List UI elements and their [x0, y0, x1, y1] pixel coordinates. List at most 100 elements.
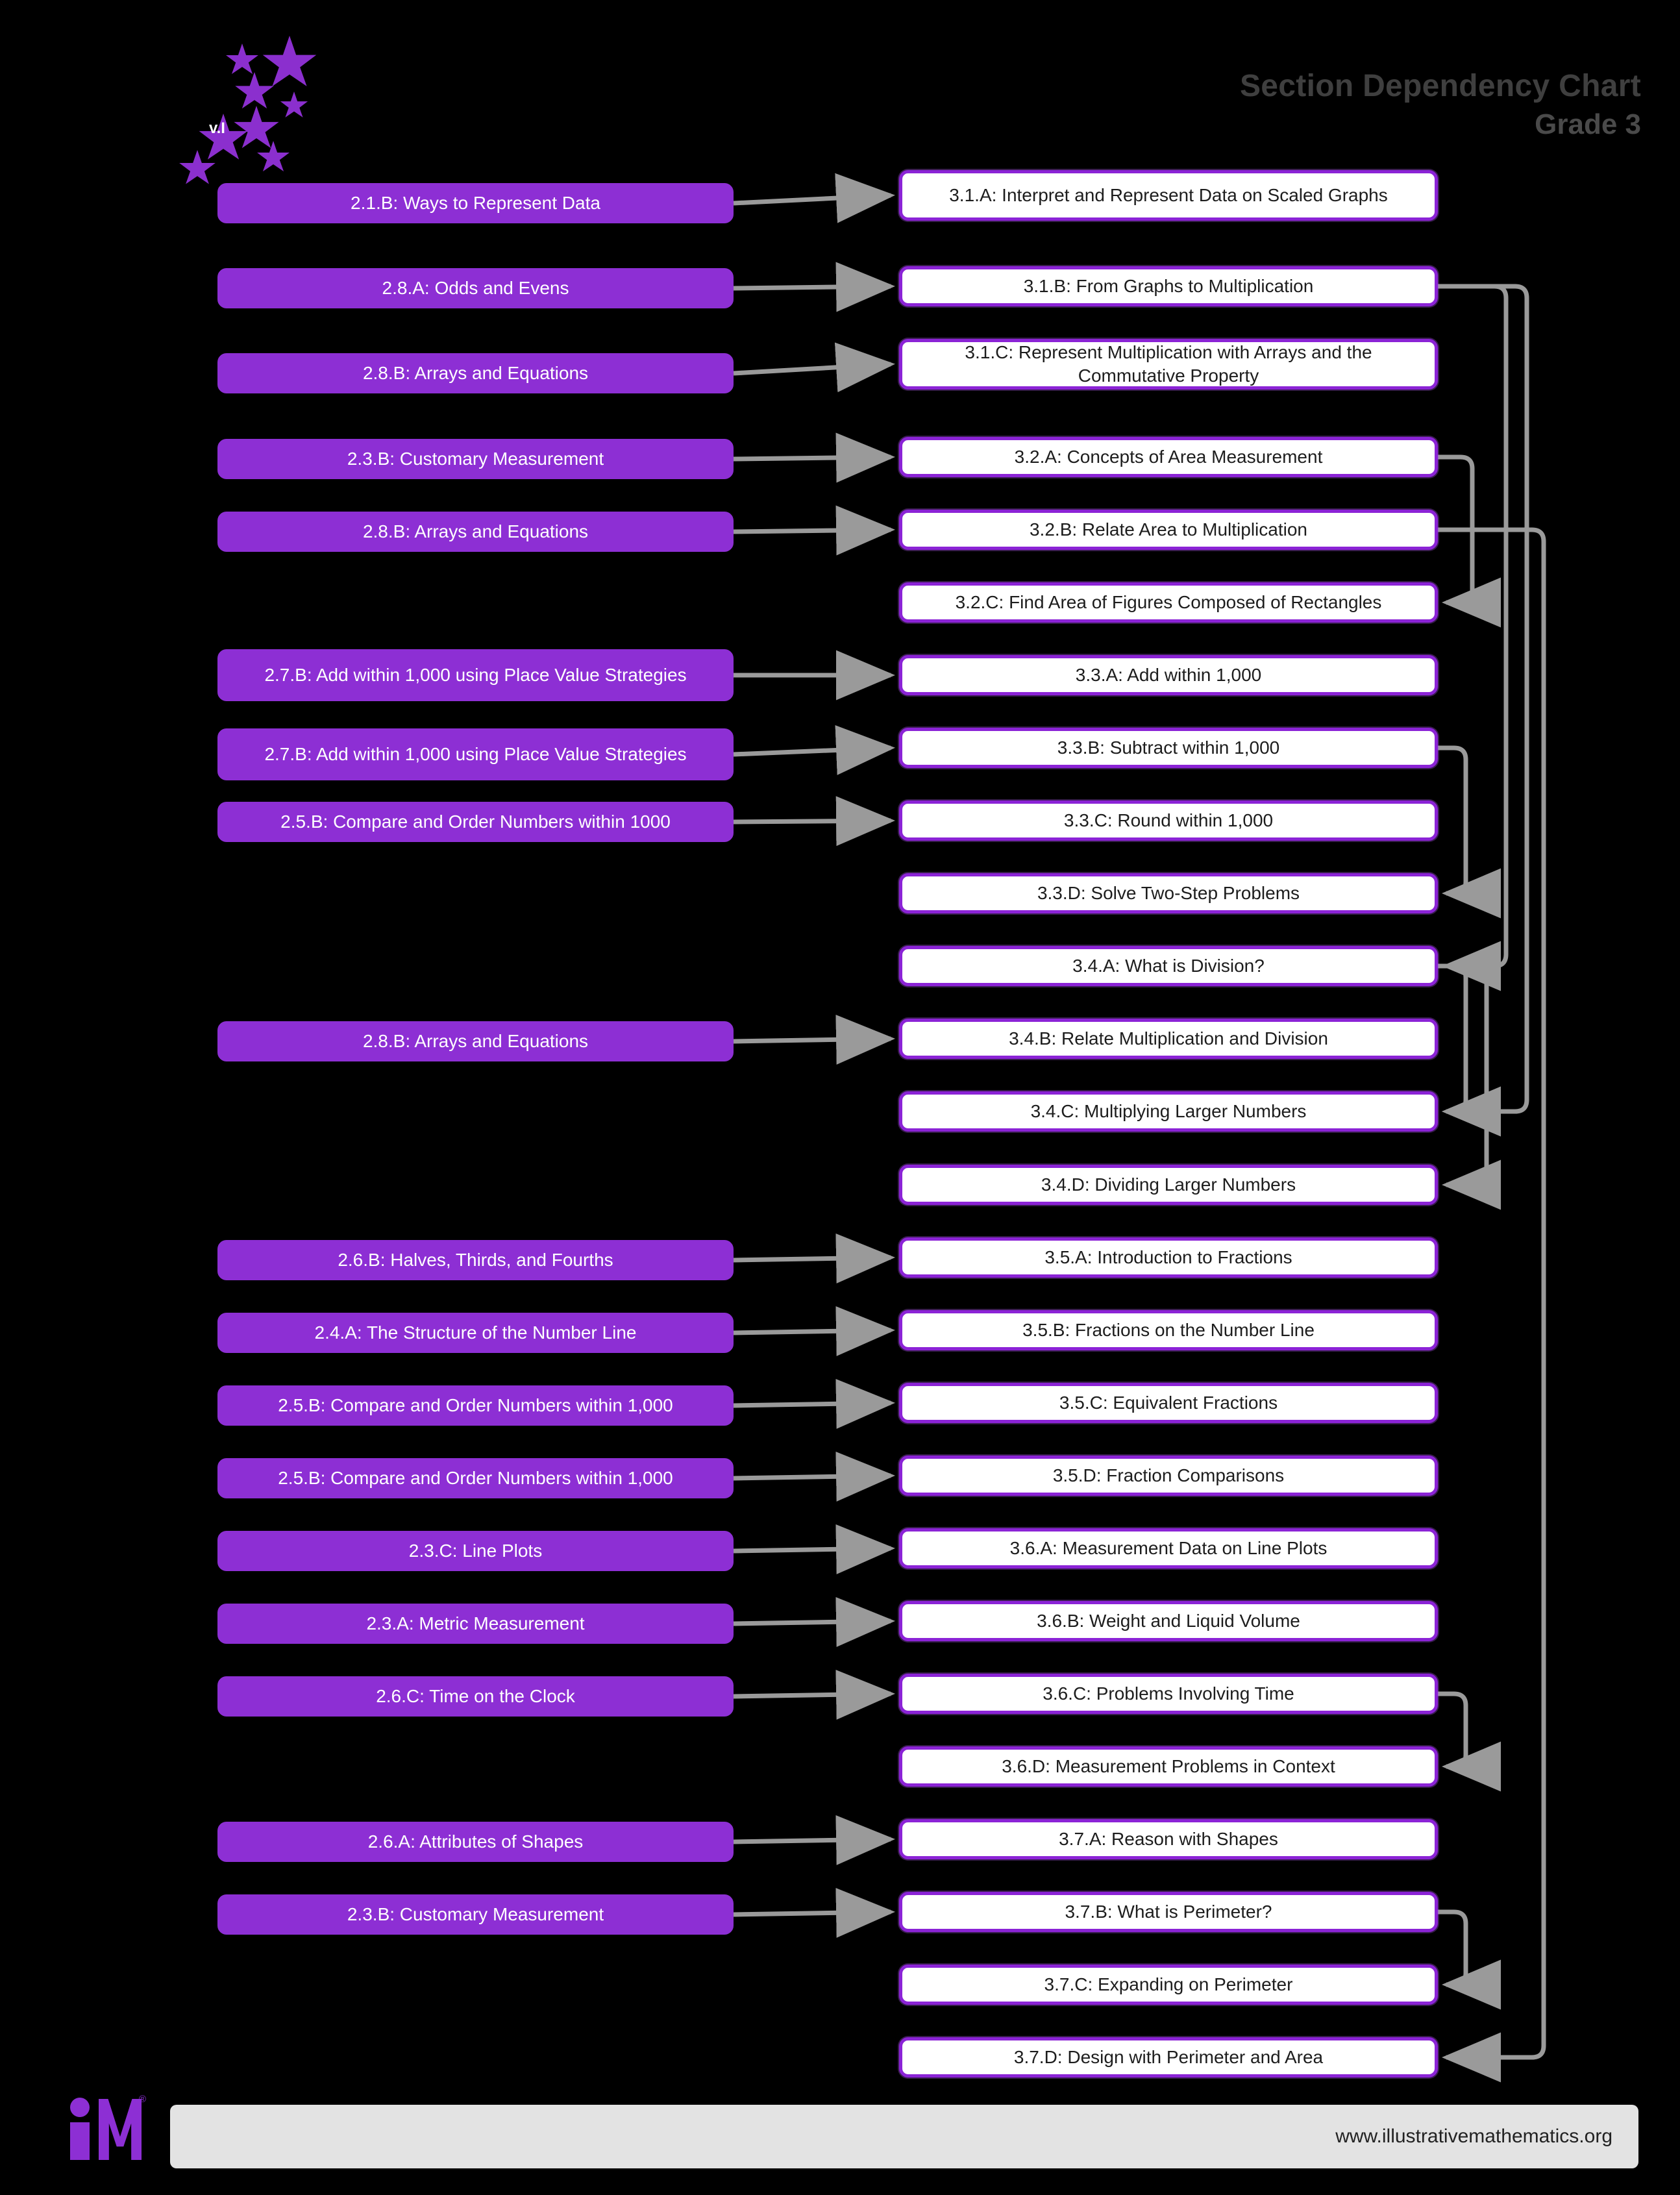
node-p1[interactable]: 2.1.B: Ways to Represent Data	[217, 183, 734, 223]
node-t3[interactable]: 3.1.C: Represent Multiplication with Arr…	[899, 339, 1438, 390]
star-icon	[257, 141, 290, 172]
node-t19[interactable]: 3.6.A: Measurement Data on Line Plots	[899, 1528, 1438, 1569]
node-t16[interactable]: 3.5.B: Fractions on the Number Line	[899, 1310, 1438, 1350]
node-t15[interactable]: 3.5.A: Introduction to Fractions	[899, 1237, 1438, 1278]
node-t14[interactable]: 3.4.D: Dividing Larger Numbers	[899, 1165, 1438, 1205]
connector-arrow	[1438, 1691, 1501, 1792]
star-icon	[226, 43, 258, 75]
node-p10[interactable]: 2.6.B: Halves, Thirds, and Fourths	[217, 1240, 734, 1280]
node-p8[interactable]: 2.5.B: Compare and Order Numbers within …	[217, 802, 734, 842]
star-icon	[280, 92, 308, 118]
node-t22[interactable]: 3.6.D: Measurement Problems in Context	[899, 1746, 1438, 1787]
node-label: 2.8.B: Arrays and Equations	[362, 521, 589, 541]
node-p3[interactable]: 2.8.B: Arrays and Equations	[217, 353, 734, 393]
node-p16[interactable]: 2.6.C: Time on the Clock	[217, 1676, 734, 1717]
connector-arrow	[733, 1451, 895, 1502]
node-label: 3.3.C: Round within 1,000	[1063, 810, 1274, 830]
chart-subtitle: Grade 3	[1535, 108, 1641, 140]
connector-arrow	[733, 1524, 895, 1574]
connector-arrow	[733, 262, 895, 312]
node-p12[interactable]: 2.5.B: Compare and Order Numbers within …	[217, 1385, 734, 1426]
node-p9[interactable]: 2.8.B: Arrays and Equations	[217, 1021, 734, 1061]
page-title: Section Dependency Chart Grade 3	[1240, 68, 1641, 142]
node-t17[interactable]: 3.5.C: Equivalent Fractions	[899, 1383, 1438, 1423]
node-t25[interactable]: 3.7.C: Expanding on Perimeter	[899, 1965, 1438, 2005]
node-label: 3.3.A: Add within 1,000	[1075, 664, 1262, 685]
node-label: 3.4.B: Relate Multiplication and Divisio…	[1009, 1028, 1328, 1048]
connector-arrow	[733, 342, 895, 393]
node-label: 2.1.B: Ways to Represent Data	[351, 192, 600, 213]
node-t1[interactable]: 3.1.A: Interpret and Represent Data on S…	[899, 170, 1438, 221]
node-label: 3.2.B: Relate Area to Multiplication	[1029, 519, 1307, 539]
node-t2[interactable]: 3.1.B: From Graphs to Multiplication	[899, 266, 1438, 306]
node-label: 3.7.B: What is Perimeter?	[1065, 1901, 1272, 1922]
im-logo: ®	[65, 2094, 149, 2165]
node-p17[interactable]: 2.6.A: Attributes of Shapes	[217, 1822, 734, 1862]
node-t26[interactable]: 3.7.D: Design with Perimeter and Area	[899, 2037, 1438, 2077]
connector-arrow	[733, 796, 895, 847]
node-p13[interactable]: 2.5.B: Compare and Order Numbers within …	[217, 1458, 734, 1498]
connector-arrow	[1438, 454, 1501, 628]
node-label: 2.8.A: Odds and Evens	[382, 277, 569, 298]
node-label: 3.4.A: What is Division?	[1072, 955, 1265, 976]
node-label: 3.5.A: Introduction to Fractions	[1044, 1246, 1292, 1267]
node-p4[interactable]: 2.3.B: Customary Measurement	[217, 439, 734, 479]
node-t5[interactable]: 3.2.B: Relate Area to Multiplication	[899, 510, 1438, 550]
star-icon	[235, 72, 274, 109]
node-t12[interactable]: 3.4.B: Relate Multiplication and Divisio…	[899, 1019, 1438, 1059]
node-label: 2.3.A: Metric Measurement	[366, 1613, 585, 1633]
footer-bar: www.illustrativemathematics.org	[170, 2105, 1638, 2168]
node-t4[interactable]: 3.2.A: Concepts of Area Measurement	[899, 437, 1438, 477]
connector-arrow	[733, 1306, 895, 1356]
connector-arrow	[733, 1669, 895, 1720]
logo-dot-icon	[70, 2098, 90, 2117]
node-p18[interactable]: 2.3.B: Customary Measurement	[217, 1894, 734, 1935]
node-t11[interactable]: 3.4.A: What is Division?	[899, 946, 1438, 986]
node-label: 2.5.B: Compare and Order Numbers within …	[278, 1395, 673, 1415]
logo-stem-icon	[70, 2122, 90, 2160]
node-label: 3.5.C: Equivalent Fractions	[1059, 1392, 1278, 1413]
node-p14[interactable]: 2.3.C: Line Plots	[217, 1531, 734, 1571]
connector-arrow	[1438, 284, 1529, 1137]
node-label: 2.3.B: Customary Measurement	[347, 1904, 604, 1924]
node-label: 2.5.B: Compare and Order Numbers within …	[280, 811, 671, 832]
node-t7[interactable]: 3.3.A: Add within 1,000	[899, 655, 1438, 695]
star-cluster-decoration	[179, 36, 328, 185]
node-p5[interactable]: 2.8.B: Arrays and Equations	[217, 512, 734, 552]
node-t24[interactable]: 3.7.B: What is Perimeter?	[899, 1892, 1438, 1932]
connector-arrow	[1438, 745, 1501, 919]
connector-arrow	[1438, 963, 1501, 1137]
node-t21[interactable]: 3.6.C: Problems Involving Time	[899, 1674, 1438, 1714]
node-t9[interactable]: 3.3.C: Round within 1,000	[899, 800, 1438, 841]
footer-url: www.illustrativemathematics.org	[1335, 2126, 1612, 2147]
node-p15[interactable]: 2.3.A: Metric Measurement	[217, 1604, 734, 1644]
node-p7[interactable]: 2.7.B: Add within 1,000 using Place Valu…	[217, 728, 734, 780]
node-t13[interactable]: 3.4.C: Multiplying Larger Numbers	[899, 1091, 1438, 1132]
node-label: 2.5.B: Compare and Order Numbers within …	[278, 1467, 673, 1488]
node-t6[interactable]: 3.2.C: Find Area of Figures Composed of …	[899, 582, 1438, 623]
node-label: 3.5.D: Fraction Comparisons	[1052, 1465, 1285, 1485]
node-t10[interactable]: 3.3.D: Solve Two-Step Problems	[899, 873, 1438, 913]
node-p11[interactable]: 2.4.A: The Structure of the Number Line	[217, 1313, 734, 1353]
node-t8[interactable]: 3.3.B: Subtract within 1,000	[899, 728, 1438, 768]
node-label: 2.4.A: The Structure of the Number Line	[314, 1322, 637, 1343]
node-label: 2.3.C: Line Plots	[408, 1540, 543, 1561]
node-label: 2.3.B: Customary Measurement	[347, 448, 604, 469]
node-t18[interactable]: 3.5.D: Fraction Comparisons	[899, 1456, 1438, 1496]
node-label: 2.8.B: Arrays and Equations	[362, 1030, 589, 1051]
node-label: 3.3.D: Solve Two-Step Problems	[1037, 882, 1300, 903]
node-label: 2.6.B: Halves, Thirds, and Fourths	[338, 1249, 613, 1270]
node-p2[interactable]: 2.8.A: Odds and Evens	[217, 268, 734, 308]
connector-arrow	[733, 1596, 895, 1647]
connector-arrow	[733, 173, 895, 223]
node-label: 2.6.C: Time on the Clock	[376, 1685, 575, 1706]
node-label: 3.7.A: Reason with Shapes	[1059, 1828, 1278, 1849]
node-label: 3.6.C: Problems Involving Time	[1043, 1683, 1294, 1704]
connector-arrow	[1438, 284, 1509, 991]
node-label: 3.7.C: Expanding on Perimeter	[1044, 1974, 1293, 1994]
node-p6[interactable]: 2.7.B: Add within 1,000 using Place Valu…	[217, 649, 734, 701]
connector-arrow	[1438, 1909, 1501, 2010]
node-label: 3.2.A: Concepts of Area Measurement	[1014, 446, 1323, 467]
node-t20[interactable]: 3.6.B: Weight and Liquid Volume	[899, 1601, 1438, 1641]
node-t23[interactable]: 3.7.A: Reason with Shapes	[899, 1819, 1438, 1859]
